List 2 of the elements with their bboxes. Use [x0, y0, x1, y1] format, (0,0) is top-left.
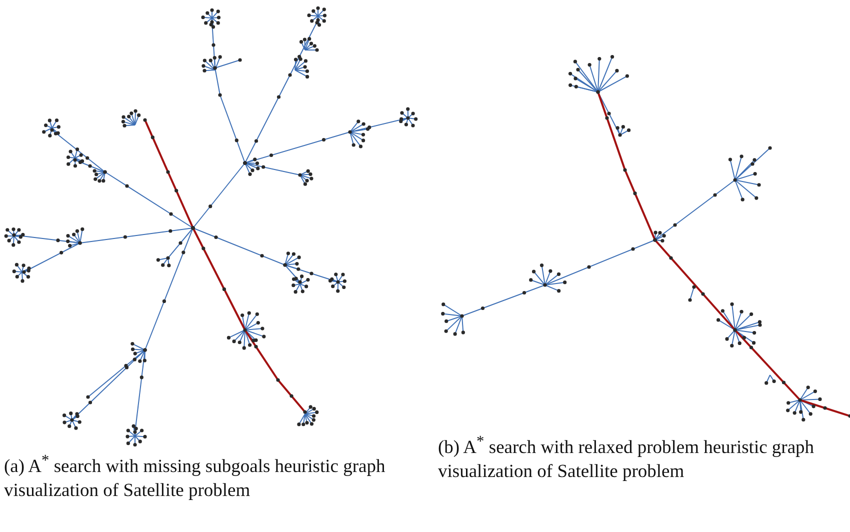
figure-caption: (a) A$^{*}$ search with missing subgoals heuristic graph visualization of Satellite problem — [4, 451, 386, 504]
figure-caption: (b) A$^{*}$ search with relaxed problem heuristic graph visualization of Satellite problem — [438, 432, 816, 484]
